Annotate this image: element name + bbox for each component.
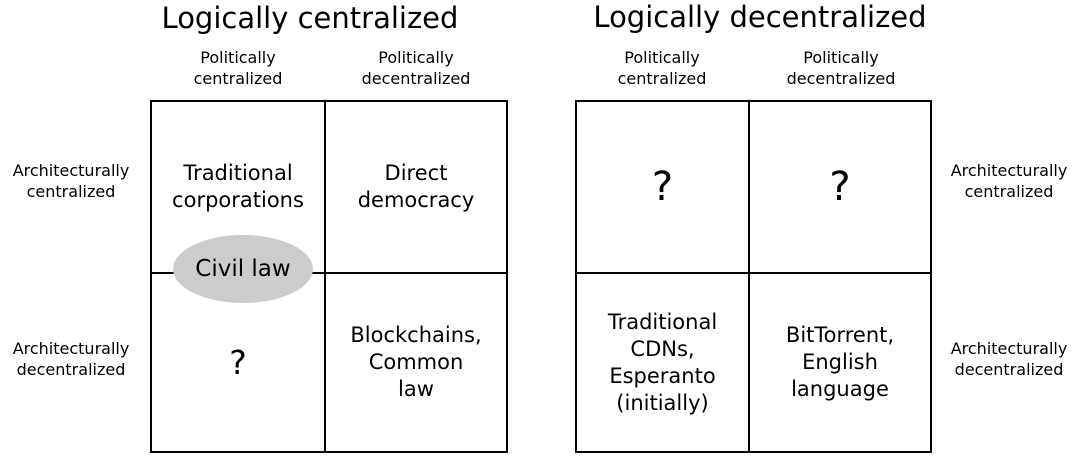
left-cell-question-mark: ? — [229, 343, 247, 382]
right-cell-question-mark-top-right: ? — [829, 164, 851, 210]
civil-law-ellipse: Civil law — [173, 235, 313, 303]
right-matrix-grid: ? ? Traditional CDNs, Esperanto (initial… — [575, 100, 932, 453]
left-row-label-architecturally-centralized: Architecturally centralized — [12, 161, 130, 201]
left-row-label-architecturally-decentralized: Architecturally decentralized — [12, 339, 130, 379]
left-cell-direct-democracy: Direct democracy — [357, 161, 475, 212]
left-matrix-grid: Traditional corporations Direct democrac… — [150, 100, 508, 453]
left-col-header-politically-decentralized: Politically decentralized — [361, 48, 471, 88]
right-cell-question-mark-top-left: ? — [651, 164, 674, 210]
left-matrix-vertical-divider — [324, 102, 326, 451]
right-row-label-architecturally-decentralized: Architecturally decentralized — [950, 339, 1068, 379]
right-matrix-horizontal-divider — [577, 272, 930, 274]
left-col-header-politically-centralized: Politically centralized — [193, 48, 283, 88]
right-col-header-politically-decentralized: Politically decentralized — [786, 48, 896, 88]
left-cell-traditional-corporations: Traditional corporations — [172, 161, 304, 212]
right-col-header-politically-centralized: Politically centralized — [617, 48, 707, 88]
right-matrix-vertical-divider — [748, 102, 750, 451]
left-matrix-horizontal-divider — [152, 272, 506, 274]
left-cell-blockchains-common-law: Blockchains, Common law — [350, 323, 482, 401]
right-cell-traditional-cdns-esperanto: Traditional CDNs, Esperanto (initially) — [607, 309, 718, 415]
right-panel-title: Logically decentralized — [593, 0, 927, 34]
left-panel-title: Logically centralized — [161, 1, 459, 35]
right-row-label-architecturally-centralized: Architecturally centralized — [950, 161, 1068, 201]
right-cell-bittorrent-english-language: BitTorrent, English language — [785, 323, 895, 401]
